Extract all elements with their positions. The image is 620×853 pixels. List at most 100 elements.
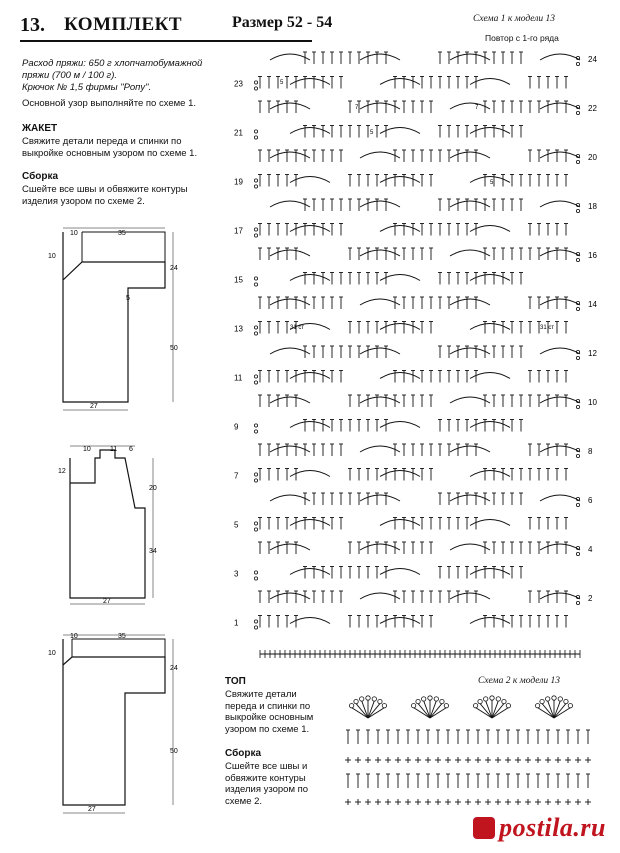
row-number-right: 20 — [588, 153, 597, 162]
chain-arc — [449, 102, 491, 110]
chain-dot — [253, 80, 258, 85]
picot — [545, 696, 551, 702]
header-rule — [20, 40, 312, 42]
chain-arc — [269, 249, 311, 257]
picot — [353, 698, 359, 705]
picot — [371, 696, 377, 702]
row-number-right: 24 — [588, 55, 597, 64]
chain-arc — [539, 298, 581, 306]
chain-arc — [269, 396, 311, 404]
chain-arc — [449, 298, 491, 306]
chain-arc — [289, 470, 331, 477]
fan-stitch — [367, 707, 385, 719]
chain-dot — [575, 257, 580, 262]
chain-dot — [253, 429, 258, 434]
dim-label: 5 — [126, 295, 130, 302]
chain-arc — [449, 543, 491, 551]
assembly-heading: Сборка — [22, 171, 59, 182]
dim-label: 24 — [170, 665, 178, 672]
chain-dot — [253, 233, 258, 238]
fan-stitch — [547, 700, 555, 719]
chain-arc — [359, 200, 401, 208]
row-number-left: 21 — [234, 129, 243, 138]
chain-arc — [289, 176, 331, 183]
chain-arc — [469, 470, 511, 477]
picot — [567, 703, 573, 709]
fan-stitch — [429, 707, 447, 719]
chain-arc — [379, 323, 421, 330]
yarn-consumption: Расход пряжи: 650 г хлопчатобумажной пря… — [22, 58, 203, 81]
row-number-right: 8 — [588, 447, 593, 456]
jacket-pattern-front: 10 35 10 24 50 27 — [48, 633, 178, 814]
chain-arc — [449, 53, 491, 61]
chain-arc — [359, 298, 401, 306]
chain-arc — [269, 53, 311, 61]
chain-dot — [575, 601, 580, 606]
picot — [365, 695, 371, 701]
chain-arc — [449, 592, 491, 600]
row-number-left: 3 — [234, 570, 239, 579]
chain-arc — [449, 396, 491, 404]
chain-dot — [253, 478, 258, 483]
fan-stitch — [491, 700, 499, 719]
picot — [505, 703, 511, 709]
row-number-left: 23 — [234, 80, 243, 89]
dim-label: 10 — [70, 230, 78, 237]
dim-label: 12 — [58, 468, 66, 475]
chain-arc — [289, 127, 331, 134]
chain-arc — [289, 421, 331, 428]
chain-dot — [253, 135, 258, 140]
picot — [439, 698, 445, 705]
dim-label: 27 — [90, 403, 98, 410]
chain-arc — [269, 494, 311, 502]
chain-count-label: 5 — [370, 130, 374, 136]
chain-arc — [359, 592, 401, 600]
chain-arc — [359, 494, 401, 502]
chain-arc — [359, 396, 401, 404]
row-number-left: 11 — [234, 374, 243, 383]
jacket-pattern-back: 10 35 10 24 5 50 27 — [48, 227, 178, 411]
dim-label: 10 — [48, 650, 56, 657]
chain-arc — [379, 127, 421, 134]
chain-arc — [289, 519, 331, 526]
dim-label: 20 — [149, 485, 157, 492]
dim-label: 10 — [70, 633, 78, 640]
page-title: КОМПЛЕКТ — [64, 14, 183, 35]
chain-arc — [469, 568, 511, 575]
picot — [443, 703, 449, 709]
chain-arc — [379, 470, 421, 477]
chain-dot — [575, 61, 580, 66]
picot — [473, 703, 479, 709]
chain-arc — [379, 372, 421, 379]
chain-arc — [469, 323, 511, 330]
chain-arc — [539, 543, 581, 551]
chain-dot — [575, 502, 580, 507]
chain-count-label: 5 — [490, 180, 494, 186]
picot — [349, 703, 355, 709]
chain-arc — [359, 347, 401, 355]
dim-label: 35 — [118, 633, 126, 640]
chain-arc — [449, 494, 491, 502]
chain-arc — [359, 249, 401, 257]
chain-dot — [253, 472, 258, 477]
chain-count-label: 7 — [475, 105, 479, 111]
chain-arc — [269, 298, 311, 306]
fan-stitch — [429, 700, 437, 719]
chain-arc — [449, 249, 491, 257]
chain-arc — [449, 200, 491, 208]
chain-dot — [253, 570, 258, 575]
top-heading: ТОП — [225, 676, 246, 687]
picot — [421, 696, 427, 702]
top-assembly-text: Сшейте все швы и обвяжите контуры издели… — [225, 761, 309, 807]
top-assembly-heading: Сборка — [225, 748, 262, 759]
dim-label: 10 — [48, 253, 56, 260]
dim-label: 35 — [118, 230, 126, 237]
picot — [495, 696, 501, 702]
dim-label: 6 — [129, 446, 133, 453]
picot — [539, 698, 545, 705]
logo-icon — [473, 817, 496, 839]
picot — [411, 703, 417, 709]
row-number-right: 4 — [588, 545, 593, 554]
chain-count-label: 7 — [355, 105, 359, 111]
pattern-note: Основной узор выполняйте по схеме 1. — [22, 98, 197, 109]
